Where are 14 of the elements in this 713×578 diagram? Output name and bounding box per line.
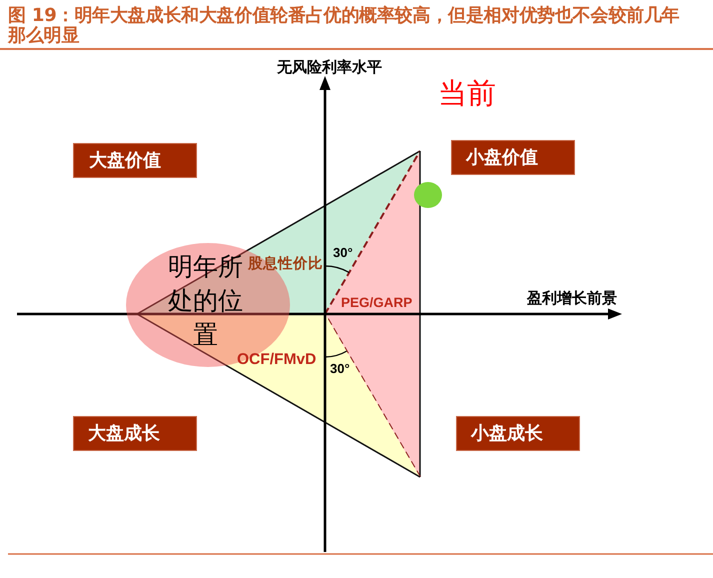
angle-label: 30° [333, 246, 353, 259]
figure-title: 图 19：明年大盘成长和大盘价值轮番占优的概率较高，但是相对优势也不会较前几年那么明显 [8, 6, 681, 46]
quadrant-label: 大盘成长 [73, 416, 197, 451]
region-label: PEG/GARP [341, 296, 412, 310]
region-label: 股息性价比 [248, 257, 323, 272]
quadrant-label: 大盘价值 [73, 143, 197, 178]
axis-label: 无风险利率水平 [277, 60, 382, 75]
axis-label: 盈利增长前景 [527, 291, 617, 306]
angle-label: 30° [330, 362, 350, 375]
quadrant-label: 小盘成长 [456, 416, 580, 451]
quadrant-label: 小盘价值 [451, 140, 575, 175]
region-label: OCF/FMvD [237, 352, 316, 368]
marker-label: 当前 [438, 79, 496, 108]
position-label: 明年所处的位置 [167, 251, 244, 351]
